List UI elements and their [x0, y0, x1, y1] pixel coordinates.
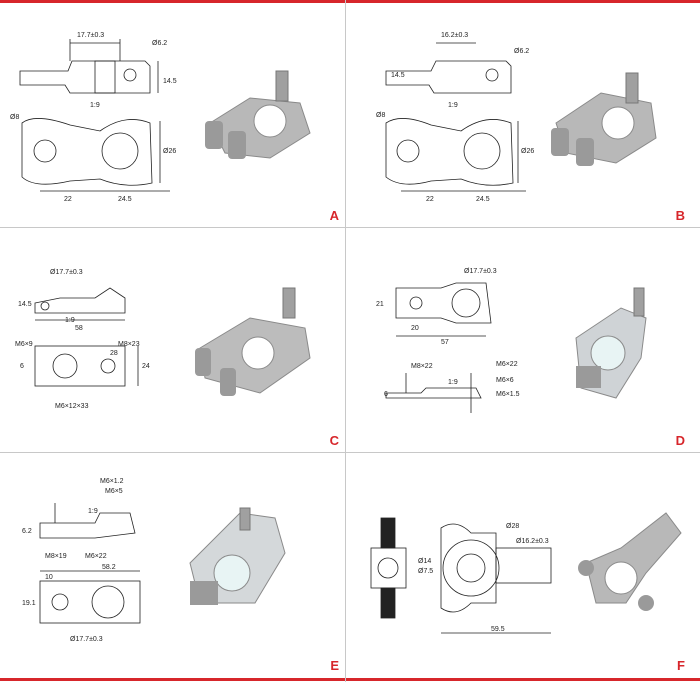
- row-divider-2: [0, 452, 700, 453]
- a-hole: Ø6.2: [152, 40, 167, 47]
- center-divider: [345, 0, 346, 682]
- panel-e-drawing: M6×1.2 M6×5 1:9 6.2 M8×19 M6×22 58.2 10 …: [22, 478, 286, 643]
- e-bolt4: M6×22: [85, 553, 107, 560]
- b-height: 14.5: [391, 72, 405, 79]
- a-height: 14.5: [163, 78, 177, 85]
- panel-f-letter: F: [677, 658, 685, 673]
- c-dim28: 28: [110, 350, 118, 357]
- c-bolt3: M6×12×33: [55, 403, 89, 410]
- panel-e: M6×1.2 M6×5 1:9 6.2 M8×19 M6×22 58.2 10 …: [0, 453, 349, 679]
- d-w20: 20: [411, 325, 419, 332]
- panel-b-drawing: 16.2±0.3 Ø6.2 14.5 1:9 Ø8 Ø26 22 24.5: [376, 32, 657, 203]
- e-w10: 10: [45, 574, 53, 581]
- a-product-photo: [205, 70, 311, 159]
- f-d14: Ø14: [418, 558, 431, 565]
- b-product-photo: [551, 72, 657, 166]
- a-taper: 1:9: [90, 102, 100, 109]
- b-dia: Ø26: [521, 148, 534, 155]
- c-product-photo: [195, 287, 311, 396]
- c-dim24: 24: [142, 363, 150, 370]
- panel-c: Ø17.7±0.3 14.5 1:9 58 M6×9 M8×23 28 6 24…: [0, 228, 349, 454]
- top-red-rule: [0, 0, 700, 3]
- d-h21: 21: [376, 301, 384, 308]
- panel-f: Ø28 Ø16.2±0.3 Ø14 Ø7.5 59.5 F: [346, 453, 695, 679]
- a-bore: Ø8: [10, 114, 19, 121]
- b-taper: 1:9: [448, 102, 458, 109]
- a-dia: Ø26: [163, 148, 176, 155]
- b-hole: Ø6.2: [514, 48, 529, 55]
- d-taper: 1:9: [448, 379, 458, 386]
- f-d162: Ø16.2±0.3: [516, 538, 549, 545]
- d-product-photo: [575, 287, 647, 399]
- panel-d: Ø17.7±0.3 21 20 57 M8×22 M6×22 1:9 M6×6 …: [346, 228, 695, 454]
- a-w2: 24.5: [118, 196, 132, 203]
- panel-d-letter: D: [675, 433, 685, 448]
- e-taper: 1:9: [88, 508, 98, 515]
- d-bolt3: M6×6: [496, 377, 514, 384]
- c-bolt2: M8×23: [118, 341, 140, 348]
- f-product-photo: [578, 512, 682, 611]
- panel-b-letter: B: [675, 208, 685, 223]
- panel-c-letter: C: [329, 433, 339, 448]
- c-dim6: 6: [20, 363, 24, 370]
- bottom-red-rule: [0, 678, 700, 681]
- c-bolt1: M6×9: [15, 341, 33, 348]
- e-bolt3: M8×19: [45, 553, 67, 560]
- e-h191: 19.1: [22, 600, 36, 607]
- d-bolt1: M8×22: [411, 363, 433, 370]
- a-w1: 22: [64, 196, 72, 203]
- panel-a-letter: A: [329, 208, 339, 223]
- e-bolt2: M6×5: [105, 488, 123, 495]
- c-taper: 1:9: [65, 317, 75, 324]
- panel-e-letter: E: [330, 658, 339, 673]
- c-dia: Ø17.7±0.3: [50, 269, 83, 276]
- e-w582: 58.2: [102, 564, 116, 571]
- panel-c-drawing: Ø17.7±0.3 14.5 1:9 58 M6×9 M8×23 28 6 24…: [15, 269, 311, 410]
- row-divider-1: [0, 227, 700, 228]
- panel-f-drawing: Ø28 Ø16.2±0.3 Ø14 Ø7.5 59.5: [370, 512, 682, 634]
- b-bore: Ø8: [376, 112, 385, 119]
- f-w595: 59.5: [491, 626, 505, 633]
- panel-a-drawing: 17.7±0.3 Ø6.2 14.5 1:9 Ø8 Ø26 22 24.5: [10, 32, 311, 203]
- c-height: 14.5: [18, 301, 32, 308]
- e-dia: Ø17.7±0.3: [70, 636, 103, 643]
- panel-b: 16.2±0.3 Ø6.2 14.5 1:9 Ø8 Ø26 22 24.5 B: [346, 3, 695, 229]
- b-w1: 22: [426, 196, 434, 203]
- panel-d-drawing: Ø17.7±0.3 21 20 57 M8×22 M6×22 1:9 M6×6 …: [376, 268, 647, 413]
- d-bolt4: M6×1.5: [496, 391, 520, 398]
- f-d75: Ø7.5: [418, 568, 433, 575]
- d-w57: 57: [441, 339, 449, 346]
- e-product-photo: [189, 507, 286, 605]
- b-w2: 24.5: [476, 196, 490, 203]
- e-bolt1: M6×1.2: [100, 478, 124, 485]
- e-h62: 6.2: [22, 528, 32, 535]
- panel-a: 17.7±0.3 Ø6.2 14.5 1:9 Ø8 Ø26 22 24.5 A: [0, 3, 349, 229]
- f-d28: Ø28: [506, 523, 519, 530]
- d-dim6: 6: [384, 391, 388, 398]
- d-dia: Ø17.7±0.3: [464, 268, 497, 275]
- d-bolt2: M6×22: [496, 361, 518, 368]
- a-dim-top: 17.7±0.3: [77, 32, 104, 39]
- b-dim-top: 16.2±0.3: [441, 32, 468, 39]
- c-length: 58: [75, 325, 83, 332]
